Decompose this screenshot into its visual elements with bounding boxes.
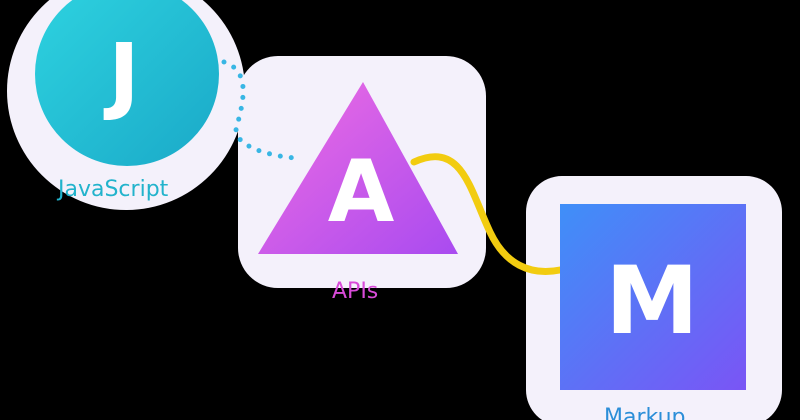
javascript-node: J (35, 0, 219, 166)
solid-connector-apis-to-markup (410, 153, 564, 275)
javascript-label: JavaScript (58, 177, 169, 202)
markup-label: Markup (604, 405, 686, 420)
javascript-letter: J (103, 25, 139, 123)
javascript-circle (35, 0, 219, 166)
apis-letter: A (328, 142, 395, 242)
markup-square (560, 204, 746, 390)
markup-node: M (560, 204, 746, 390)
apis-node: A (258, 82, 458, 254)
dotted-connector-js-to-apis (221, 59, 299, 161)
apis-triangle (258, 82, 458, 254)
markup-letter: M (605, 247, 699, 356)
apis-label: APIs (332, 279, 379, 304)
